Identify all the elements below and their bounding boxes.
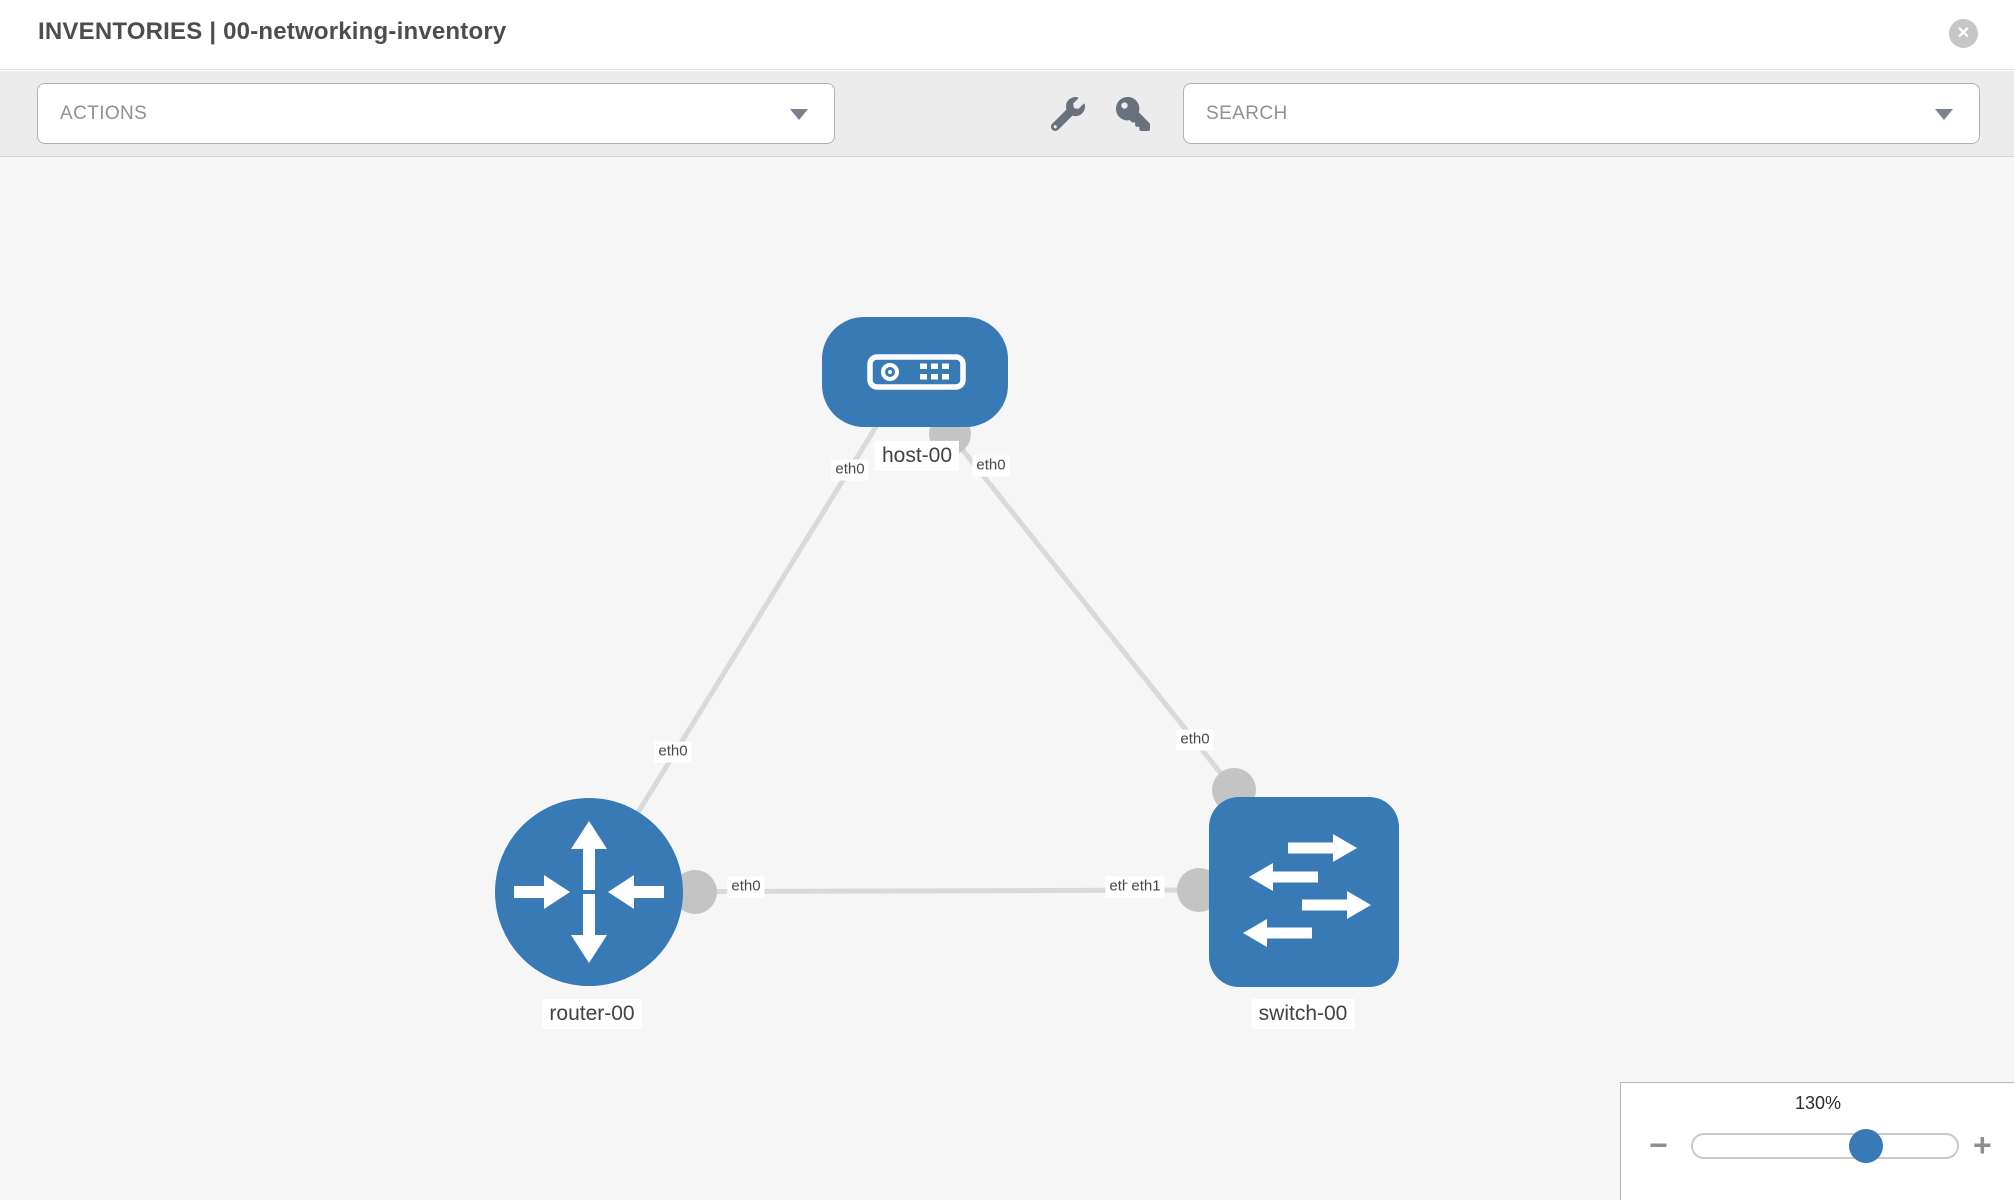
page-title: INVENTORIES | 00-networking-inventory <box>38 18 507 45</box>
topology-svg <box>495 317 1399 987</box>
search-placeholder: SEARCH <box>1206 102 1288 124</box>
node-router-00[interactable] <box>495 798 683 986</box>
wrench-icon[interactable] <box>1050 97 1085 132</box>
zoom-out-button[interactable]: − <box>1649 1127 1668 1163</box>
chevron-down-icon <box>790 109 808 120</box>
node-switch-00[interactable] <box>1209 797 1399 987</box>
node-host-00[interactable] <box>822 317 1008 427</box>
actions-dropdown[interactable]: ACTIONS <box>37 83 835 144</box>
interface-label: eth0 <box>1176 729 1214 751</box>
zoom-slider[interactable] <box>1691 1129 1959 1163</box>
interface-label: eth0 <box>727 876 765 898</box>
header: INVENTORIES | 00-networking-inventory ✕ <box>0 0 2014 70</box>
interface-label: eth0 <box>972 455 1010 477</box>
zoom-level: 130% <box>1794 1093 1842 1113</box>
node-label-switch-00: switch-00 <box>1251 998 1355 1030</box>
router-icon <box>514 821 664 963</box>
topology-canvas[interactable]: eth0 host-00 eth0 eth0 eth0 eth0 eth0 et… <box>0 157 2014 1200</box>
zoom-panel: 130% − + <box>1620 1082 2014 1200</box>
zoom-slider-row: − + <box>1621 1127 2014 1167</box>
interface-label: eth0 <box>654 741 692 763</box>
interface-circle-router-eth0[interactable] <box>673 870 717 914</box>
close-icon: ✕ <box>1956 24 1971 42</box>
close-button[interactable]: ✕ <box>1949 19 1978 48</box>
host-icon <box>867 354 966 390</box>
zoom-slider-handle[interactable] <box>1849 1129 1883 1163</box>
toolbar: ACTIONS SEARCH <box>0 71 2014 157</box>
interface-label: eth0 <box>831 459 869 481</box>
actions-dropdown-label: ACTIONS <box>60 102 148 124</box>
switch-icon <box>1243 834 1371 947</box>
chevron-down-icon <box>1935 109 1953 120</box>
interface-label: eth1 <box>1127 876 1165 898</box>
node-label-host-00: host-00 <box>874 440 960 472</box>
zoom-in-button[interactable]: + <box>1973 1127 1992 1163</box>
key-icon[interactable] <box>1116 97 1150 131</box>
node-label-router-00: router-00 <box>542 998 642 1030</box>
search-dropdown[interactable]: SEARCH <box>1183 83 1980 144</box>
